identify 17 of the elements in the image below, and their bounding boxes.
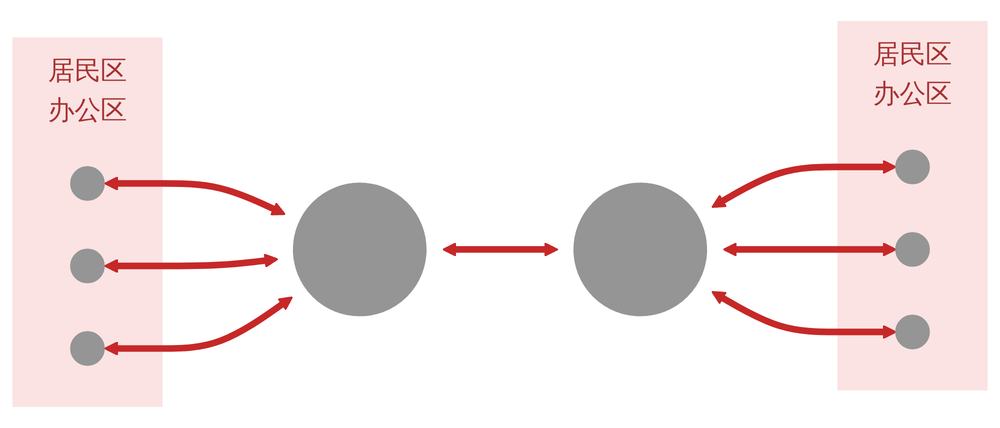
arrow (104, 296, 293, 356)
node-circle (895, 150, 930, 184)
arrow (722, 242, 897, 257)
arrow (711, 160, 897, 208)
node-circle (895, 232, 930, 267)
arrow (711, 290, 897, 340)
arrow (442, 242, 558, 257)
arrow (104, 253, 278, 274)
node-circle (573, 182, 708, 316)
cluster: 居民区 办公区 (837, 20, 988, 391)
node-circle (70, 166, 105, 201)
node-circle (70, 331, 105, 366)
cluster: 居民区 办公区 (12, 37, 163, 408)
node-circle (292, 182, 427, 316)
node-circle (895, 314, 930, 350)
node-circle (70, 248, 105, 284)
arrow (104, 176, 286, 216)
